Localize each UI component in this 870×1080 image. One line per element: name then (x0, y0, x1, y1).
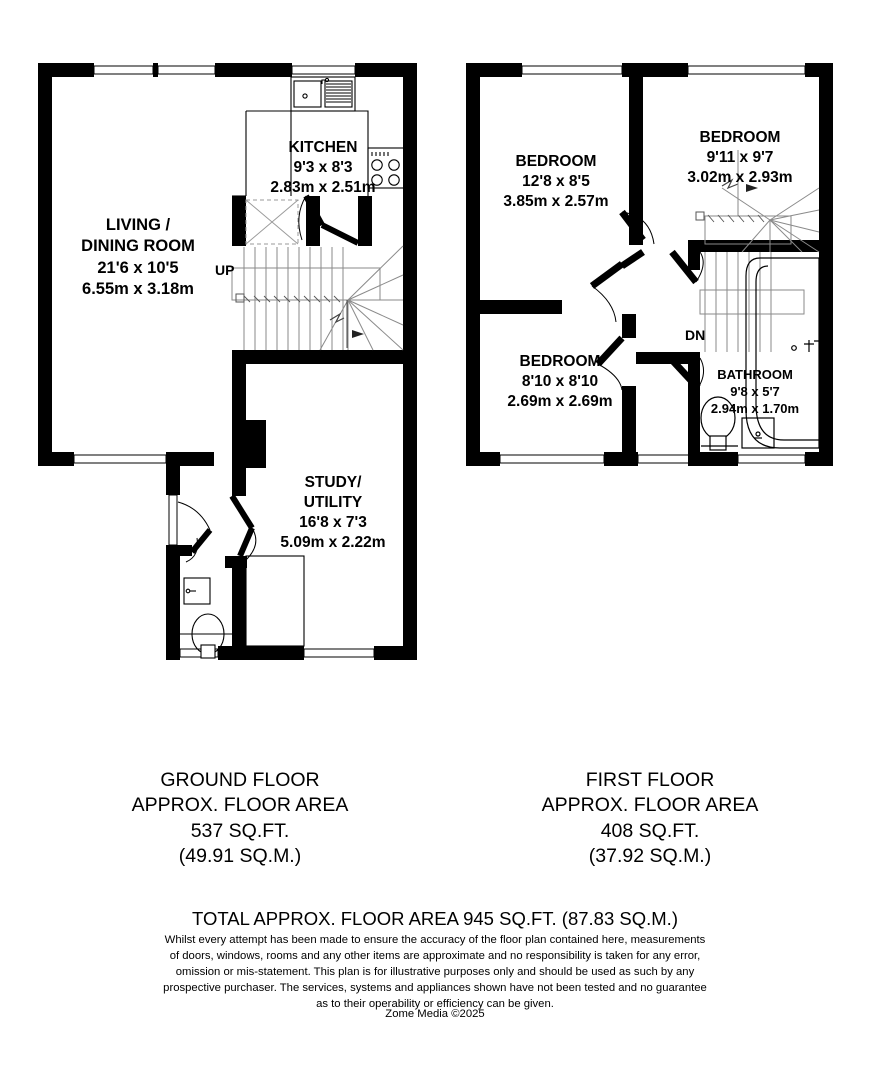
caption-line-2: APPROX. FLOOR AREA (131, 794, 349, 817)
caption-line-1: FIRST FLOOR (585, 769, 715, 791)
store-cupboard-icon (245, 199, 299, 245)
bedroom2-door-icon (619, 209, 655, 245)
room-imperial: 16'8 x 7'3 (299, 514, 367, 532)
room-label-bathroom: BATHROOM 9'8 x 5'7 2.94m x 1.70m (675, 367, 835, 418)
kitchen-door-icon (298, 194, 360, 246)
disclaimer-text: Whilst every attempt has been made to en… (0, 932, 870, 1012)
room-name-line-1: KITCHEN (288, 139, 358, 156)
bedroom1-door-icon (589, 261, 625, 323)
room-metric: 2.94m x 1.70m (710, 400, 800, 416)
wc-toilet-icon (700, 396, 738, 451)
room-imperial: 12'8 x 8'5 (522, 173, 590, 191)
hall-door-icon (177, 501, 233, 563)
room-name-line-2: UTILITY (303, 494, 363, 512)
ground-floor-windows (73, 65, 375, 658)
disclaimer-line-5: as to their operability or efficiency ca… (316, 998, 554, 1011)
disclaimer-line-2: of doors, windows, rooms and any other i… (169, 950, 701, 963)
total-floor-area: TOTAL APPROX. FLOOR AREA 945 SQ.FT. (87.… (192, 908, 678, 929)
disclaimer-line-1: Whilst every attempt has been made to en… (164, 934, 706, 946)
room-imperial: 8'10 x 8'10 (521, 373, 599, 391)
wash-basin-icon (741, 417, 775, 449)
room-imperial: 9'8 x 5'7 (730, 383, 780, 399)
disclaimer-line-3: omission or mis-statement. This plan is … (175, 966, 695, 979)
kitchen-worktop-icon (232, 76, 369, 246)
staircase-icon (231, 245, 404, 351)
ground-floor-drawing (38, 63, 417, 660)
bathroom-door-icon (669, 249, 704, 324)
room-name-line-2: DINING ROOM (81, 237, 195, 256)
room-label-bedroom-front-left: BEDROOM 12'8 x 8'5 3.85m x 2.57m (466, 152, 646, 212)
first-floor-walls (466, 63, 833, 466)
first-floor-drawing (466, 63, 833, 466)
study-door-icon (229, 494, 257, 561)
room-metric: 2.83m x 2.51m (270, 179, 376, 197)
caption-line-3: 537 SQ.FT. (190, 819, 290, 842)
room-name-line-1: LIVING / (105, 216, 171, 234)
utility-unit-icon (245, 555, 305, 647)
caption-line-4: (37.92 SQ.M.) (588, 845, 712, 868)
first-floor-windows (499, 65, 806, 464)
kitchen-hob-icon (367, 147, 405, 189)
room-label-study-utility: STUDY/ UTILITY 16'8 x 7'3 5.09m x 2.22m (258, 473, 408, 554)
room-name-line-1: BEDROOM (515, 153, 597, 170)
landing-star-shape (620, 249, 704, 391)
caption-line-3: 408 SQ.FT. (600, 819, 700, 842)
room-label-bedroom-front-right: BEDROOM 9'11 x 9'7 3.02m x 2.93m (645, 128, 835, 188)
wc-toilet-icon (180, 613, 232, 659)
staircase-icon (695, 150, 820, 352)
credit-text: Zome Media ©2025 (385, 1008, 485, 1020)
bath-tub-icon (745, 257, 820, 449)
first-floor-caption: FIRST FLOOR APPROX. FLOOR AREA 408 SQ.FT… (450, 768, 850, 869)
bedroom3-door-icon (595, 335, 625, 391)
caption-line-4: (49.91 SQ.M.) (178, 845, 302, 868)
room-name-line-1: BATHROOM (717, 367, 793, 382)
room-imperial: 9'3 x 8'3 (293, 159, 353, 177)
room-name-line-1: BEDROOM (699, 129, 781, 146)
room-metric: 6.55m x 3.18m (82, 280, 194, 299)
room-name-line-1: BEDROOM (519, 353, 601, 370)
room-imperial: 21'6 x 10'5 (97, 258, 179, 277)
disclaimer-line-4: prospective purchaser. The services, sys… (163, 982, 707, 995)
room-metric: 3.85m x 2.57m (503, 193, 609, 211)
caption-line-2: APPROX. FLOOR AREA (541, 794, 759, 817)
room-imperial: 9'11 x 9'7 (706, 149, 774, 167)
caption-line-1: GROUND FLOOR (160, 769, 320, 791)
room-metric: 2.69m x 2.69m (507, 393, 613, 411)
room-label-bedroom-rear: BEDROOM 8'10 x 8'10 2.69m x 2.69m (470, 352, 650, 412)
ground-floor-caption: GROUND FLOOR APPROX. FLOOR AREA 537 SQ.F… (40, 768, 440, 869)
room-label-kitchen: KITCHEN 9'3 x 8'3 2.83m x 2.51m (243, 138, 403, 198)
wc-basin-icon (183, 577, 211, 605)
stair-direction-down: DN (685, 327, 706, 343)
stair-direction-up: UP (215, 262, 235, 278)
room-name-line-1: STUDY/ (304, 474, 362, 491)
room-metric: 3.02m x 2.93m (687, 169, 793, 187)
room-metric: 5.09m x 2.22m (280, 534, 386, 552)
room-label-living-dining: LIVING / DINING ROOM 21'6 x 10'5 6.55m x… (38, 215, 238, 301)
